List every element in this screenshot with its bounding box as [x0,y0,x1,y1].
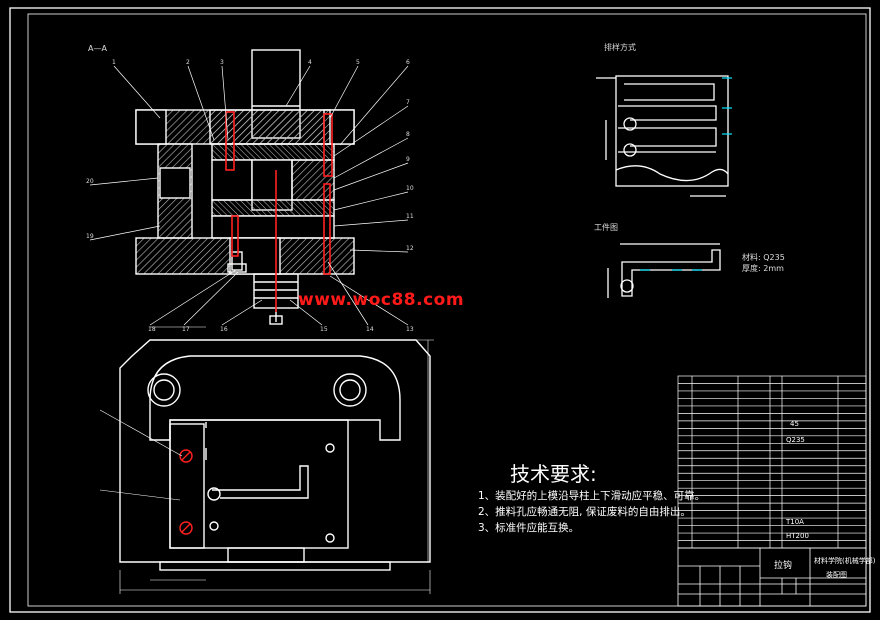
title-block-drawing-type: 装配图 [826,571,847,579]
svg-text:1: 1 [112,59,116,66]
svg-text:6: 6 [406,59,410,66]
section-red-parts [225,111,333,312]
svg-text:16: 16 [220,326,228,333]
part-drawing [607,243,721,298]
svg-text:9: 9 [406,156,410,163]
title-block-drawing-name: 拉钩 [774,561,793,571]
tech-requirement-3: 3、标准件应能互换。 [478,522,580,534]
svg-text:12: 12 [406,245,414,252]
outer-frame [9,7,871,613]
bom-rows [678,383,866,541]
plan-red-screws [179,449,193,535]
svg-text:20: 20 [86,178,94,185]
strip-cyan-marks [722,77,732,135]
title-block [677,547,867,607]
svg-text:8: 8 [406,131,410,138]
tech-requirement-2: 2、推料孔应畅通无阻, 保证废料的自由排出。 [478,506,691,518]
svg-text:11: 11 [406,213,414,220]
inner-frame [27,13,867,607]
svg-text:15: 15 [320,326,328,333]
svg-text:14: 14 [366,326,374,333]
svg-text:17: 17 [182,326,190,333]
part-label: 工件图 [594,223,618,232]
bom-material-3: T10A [786,518,804,526]
bom-table [677,375,867,549]
section-leaders [89,65,409,326]
strip-layout [596,75,729,197]
watermark: www.woc88.com [298,290,465,310]
svg-text:5: 5 [356,59,360,66]
bom-material-1: Q235 [786,436,805,444]
svg-text:19: 19 [86,233,94,240]
tech-requirements-title: 技术要求: [510,462,597,486]
svg-text:3: 3 [220,59,224,66]
svg-text:13: 13 [406,326,414,333]
svg-text:4: 4 [308,59,312,66]
svg-text:2: 2 [186,59,190,66]
section-label: A—A [88,44,107,53]
svg-text:7: 7 [406,99,410,106]
material-label: 材料: Q235 [742,253,785,262]
bom-material-4: HT200 [786,532,809,540]
plan-view [119,339,431,571]
title-block-school: 材料学院(机械学部) [814,557,876,565]
bom-material-2: 45 [790,420,799,428]
tech-requirement-1: 1、装配好的上模沿导柱上下滑动应平稳、可靠。 [478,490,706,502]
section-view [135,49,355,325]
svg-text:10: 10 [406,185,414,192]
layout-label: 排样方式 [604,43,636,52]
plan-dims [99,326,434,594]
thickness-label: 厚度: 2mm [742,264,784,273]
svg-text:18: 18 [148,326,156,333]
